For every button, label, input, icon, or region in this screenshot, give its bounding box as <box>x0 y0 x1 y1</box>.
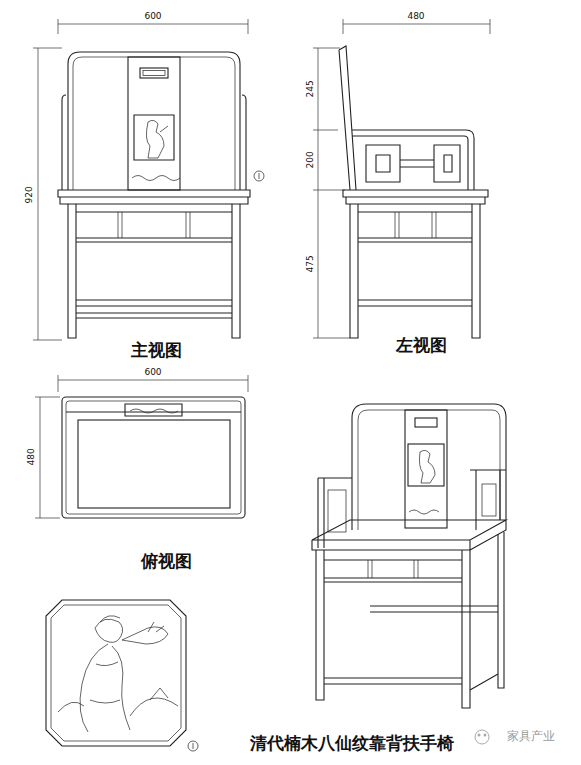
dimension-lines-stroke <box>35 397 60 518</box>
side-view-stroke <box>339 46 356 190</box>
front-view-stroke <box>68 204 240 338</box>
reference-mark-stroke <box>188 741 198 751</box>
side-view-stroke <box>358 300 472 306</box>
top-view-stroke <box>62 397 245 518</box>
perspective-view-stroke <box>419 450 435 483</box>
reference-mark-stroke <box>254 171 264 181</box>
carving-detail <box>46 600 186 746</box>
front-view-stroke <box>146 120 168 158</box>
carving-detail-stroke <box>46 600 186 746</box>
side-view-stroke <box>395 212 436 238</box>
side-view-stroke <box>350 204 480 338</box>
perspective-view-stroke <box>312 520 506 550</box>
top-view <box>62 397 245 518</box>
reference-mark-stroke <box>259 173 260 179</box>
front-view-stroke <box>118 212 190 238</box>
dimension-value: 245 <box>306 79 316 98</box>
perspective-view-stroke <box>405 410 447 528</box>
side-view-stroke <box>358 212 472 242</box>
perspective-view-stroke <box>415 418 437 427</box>
side-view-stroke <box>366 145 460 182</box>
front-view-stroke <box>143 71 165 76</box>
perspective-view-stroke <box>316 532 504 708</box>
perspective-view-stroke <box>318 470 506 548</box>
front-view <box>58 52 250 338</box>
carving-detail-stroke <box>51 605 181 741</box>
perspective-view-stroke <box>324 560 462 582</box>
dimension-value: 480 <box>27 447 37 466</box>
top-view-stroke <box>125 404 182 416</box>
front-view-stroke <box>128 57 180 190</box>
front-view-stroke <box>134 115 174 160</box>
top-view-stroke <box>130 409 178 413</box>
perspective-view-stroke <box>408 444 444 486</box>
carving-detail-stroke <box>58 688 178 716</box>
perspective-view-stroke <box>328 490 346 532</box>
perspective-view-stroke <box>409 510 439 514</box>
front-view-stroke <box>58 190 250 204</box>
carving-detail-stroke <box>122 622 168 644</box>
perspective-view-stroke <box>324 606 498 690</box>
watermark-icon-stroke <box>475 730 489 744</box>
reference-mark-stroke <box>193 743 194 749</box>
watermark-icon-stroke <box>478 734 481 737</box>
front-view-stroke <box>62 95 246 190</box>
dimension-value: 600 <box>143 368 162 378</box>
top-view-stroke <box>78 420 230 508</box>
side-view-stroke <box>343 190 488 204</box>
front-view-stroke <box>68 52 240 190</box>
side-view <box>339 46 488 338</box>
front-view-stroke <box>132 176 180 181</box>
drawing-title: 清代楠木八仙纹靠背扶手椅 <box>249 734 455 753</box>
side-view-stroke <box>352 130 474 190</box>
dimension-lines-stroke <box>313 48 350 338</box>
perspective-view <box>312 404 506 708</box>
view-title: 主视图 <box>130 341 183 360</box>
front-view-stroke <box>73 57 235 190</box>
reference-mark <box>188 171 264 751</box>
dimension-value: 200 <box>306 150 316 169</box>
perspective-view-stroke <box>352 404 506 530</box>
carving-detail-stroke <box>95 616 123 643</box>
perspective-view-stroke <box>368 560 418 578</box>
front-view-stroke <box>76 300 232 318</box>
watermark-icon <box>475 730 489 744</box>
view-title: 左视图 <box>395 336 448 355</box>
perspective-view-stroke <box>482 484 496 516</box>
view-title: 俯视图 <box>140 552 193 571</box>
carving-detail-stroke <box>80 644 130 732</box>
watermark-icon-stroke <box>484 734 487 737</box>
dimension-value: 600 <box>143 12 162 22</box>
dimension-value: 475 <box>306 254 316 273</box>
front-view-stroke <box>140 68 168 78</box>
dimension-value: 920 <box>25 185 35 204</box>
dimension-value: 480 <box>406 12 425 22</box>
top-view-stroke <box>66 401 241 514</box>
front-view-stroke <box>76 212 232 242</box>
watermark: 家具产业 <box>506 730 556 743</box>
dimension-lines <box>33 19 490 518</box>
